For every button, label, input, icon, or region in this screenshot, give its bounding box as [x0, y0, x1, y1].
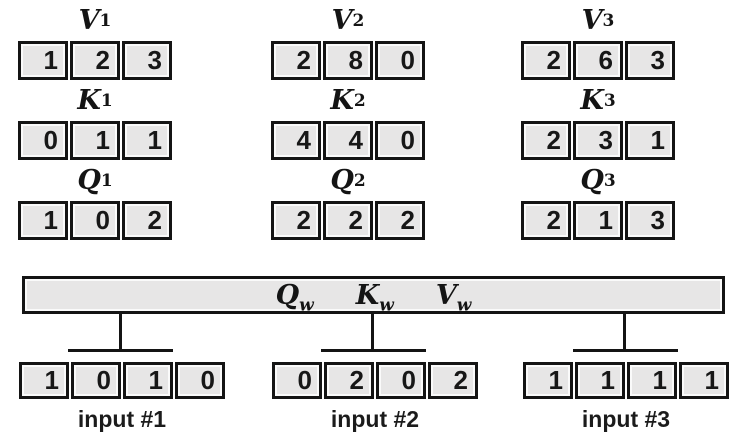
vector-cell: 3 [625, 201, 675, 240]
vector-letter: K [77, 85, 101, 116]
connector-stem-3 [623, 313, 626, 352]
weight-label-qw: Qw [275, 279, 314, 315]
vector-cell: 8 [323, 41, 373, 80]
input-group-1: 1 0 1 0 input #1 [19, 362, 225, 433]
input-cell: 1 [627, 362, 677, 399]
vector-cell: 4 [271, 121, 321, 160]
vector-q2: 2 2 2 [271, 201, 425, 240]
vector-cell: 2 [375, 201, 425, 240]
weight-label-kw: Kw [355, 279, 394, 315]
vector-cell: 3 [625, 41, 675, 80]
vector-letter: V [581, 5, 603, 36]
input-vector-2: 0 2 0 2 [272, 362, 478, 399]
input-cell: 2 [324, 362, 374, 399]
connector-crossbar-2 [321, 349, 426, 352]
vector-cell: 2 [521, 201, 571, 240]
vector-q1: 1 0 2 [18, 201, 172, 240]
connector-stem-1 [119, 313, 122, 352]
vector-cell: 1 [18, 41, 68, 80]
vector-v3: 2 6 3 [521, 41, 675, 80]
vector-cell: 0 [70, 201, 120, 240]
weight-label-vw: Vw [435, 279, 472, 315]
vector-cell: 3 [573, 121, 623, 160]
input-cell: 2 [428, 362, 478, 399]
vector-cell: 1 [70, 121, 120, 160]
input-cell: 0 [272, 362, 322, 399]
input-label-3: input #3 [581, 406, 671, 432]
vector-letter: Q [77, 165, 101, 196]
input-group-3: 1 1 1 1 input #3 [523, 362, 729, 433]
input-cell: 1 [523, 362, 573, 399]
vector-letter: Q [580, 165, 604, 196]
input-cell: 1 [679, 362, 729, 399]
input-cell: 0 [175, 362, 225, 399]
vector-cell: 1 [573, 201, 623, 240]
connector-stem-2 [371, 313, 374, 352]
input-label-1: input #1 [77, 406, 167, 432]
vector-v2: 2 8 0 [271, 41, 425, 80]
input-vector-1: 1 0 1 0 [19, 362, 225, 399]
input-cell: 0 [376, 362, 426, 399]
input-label-2: input #2 [330, 406, 420, 432]
vector-letter: K [580, 85, 604, 116]
weight-matrix-bar: Qw Kw Vw [22, 276, 725, 314]
vector-cell: 3 [122, 41, 172, 80]
vector-cell: 2 [70, 41, 120, 80]
vector-letter: V [78, 5, 100, 36]
vector-letter: K [330, 85, 354, 116]
input-group-2: 0 2 0 2 input #2 [272, 362, 478, 433]
input-cell: 1 [123, 362, 173, 399]
vector-cell: 0 [375, 121, 425, 160]
connector-crossbar-1 [68, 349, 173, 352]
input-cell: 1 [575, 362, 625, 399]
vector-cell: 0 [18, 121, 68, 160]
vector-cell: 1 [122, 121, 172, 160]
vector-k3: 2 3 1 [521, 121, 675, 160]
vector-cell: 2 [122, 201, 172, 240]
vector-k2: 4 4 0 [271, 121, 425, 160]
vector-cell: 2 [271, 41, 321, 80]
vector-cell: 2 [521, 41, 571, 80]
input-cell: 0 [71, 362, 121, 399]
vector-letter: V [331, 5, 353, 36]
vector-letter: Q [330, 165, 354, 196]
vector-cell: 2 [271, 201, 321, 240]
vector-k1: 0 1 1 [18, 121, 172, 160]
vector-cell: 1 [18, 201, 68, 240]
vector-q3: 2 1 3 [521, 201, 675, 240]
connector-crossbar-3 [573, 349, 678, 352]
vector-v1: 1 2 3 [18, 41, 172, 80]
vector-cell: 1 [625, 121, 675, 160]
vector-cell: 4 [323, 121, 373, 160]
vector-cell: 6 [573, 41, 623, 80]
vector-cell: 0 [375, 41, 425, 80]
input-cell: 1 [19, 362, 69, 399]
vector-cell: 2 [323, 201, 373, 240]
input-vector-3: 1 1 1 1 [523, 362, 729, 399]
vector-cell: 2 [521, 121, 571, 160]
